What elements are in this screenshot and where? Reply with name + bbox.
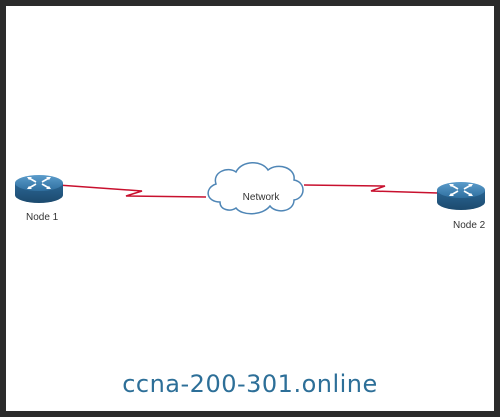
node2-label: Node 2 bbox=[453, 220, 486, 231]
network-label: Network bbox=[242, 192, 280, 203]
serial-link-node1-network bbox=[57, 184, 207, 198]
router-icon bbox=[15, 175, 63, 203]
router-icon bbox=[437, 182, 485, 210]
node1-label: Node 1 bbox=[26, 212, 59, 223]
network-diagram bbox=[15, 162, 485, 215]
serial-link-network-node2 bbox=[303, 184, 439, 194]
watermark-text: ccna-200-301.online bbox=[122, 370, 378, 398]
diagram-canvas: Node 1 Network Node 2 ccna-200-301.onlin… bbox=[6, 6, 494, 411]
cloud-icon bbox=[207, 162, 304, 215]
